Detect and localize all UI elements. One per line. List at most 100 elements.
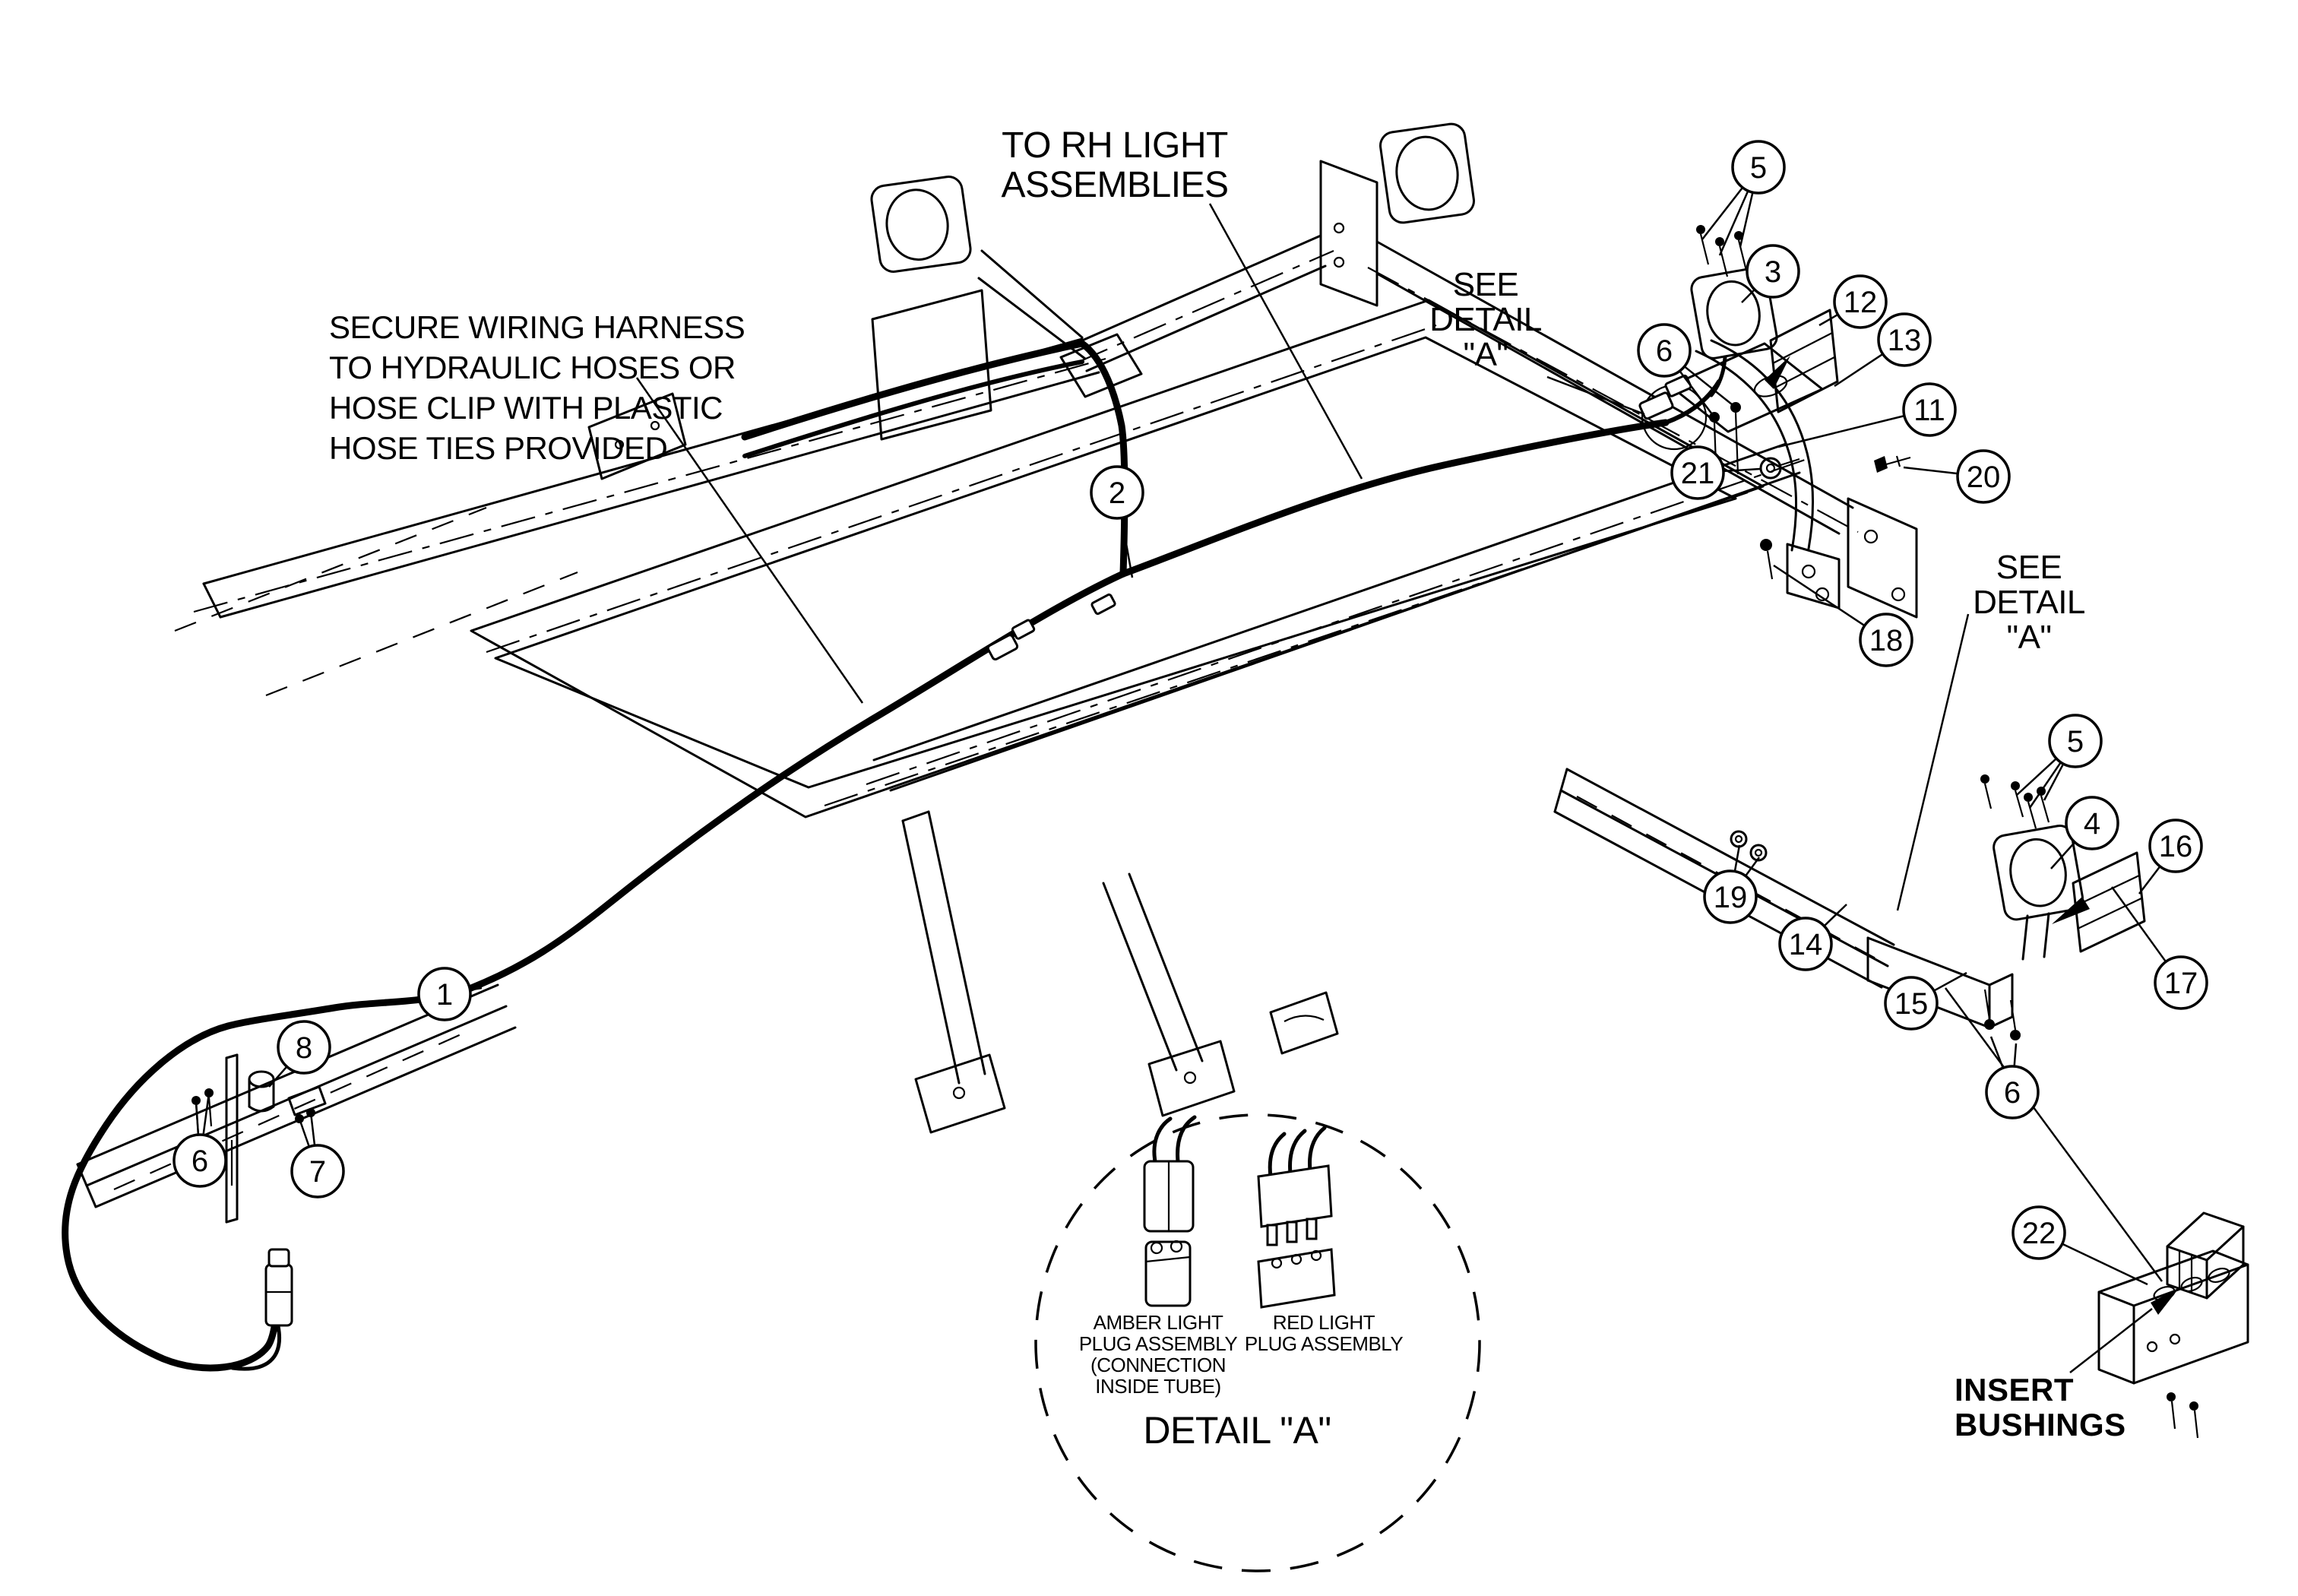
callout-11-balloon — [1902, 382, 1957, 437]
callout-18-leader — [1773, 564, 1866, 627]
callout-3-balloon — [1746, 244, 1800, 299]
to-rh-light-note-line: ASSEMBLIES — [1001, 165, 1229, 205]
callout-6-leader — [2013, 1043, 2018, 1067]
callout-16-balloon — [2148, 819, 2203, 873]
callout-7-balloon — [290, 1144, 345, 1199]
callout-5-leader — [1739, 192, 1754, 248]
callout-8-leader — [268, 1066, 288, 1088]
callout-14-balloon — [1778, 917, 1833, 971]
insert-bushings-note-line: INSERT — [1955, 1372, 2075, 1408]
callout-6-leader — [1683, 366, 1736, 408]
callout-19-leader — [1733, 844, 1741, 872]
callout-5-balloon — [2048, 714, 2103, 768]
callout-12-number: 12 — [1844, 286, 1878, 319]
insert-arrow — [2052, 897, 2090, 924]
callout-15-balloon — [1884, 976, 1939, 1031]
callout-8-number: 8 — [296, 1031, 312, 1065]
callout-6-balloon — [1637, 323, 1692, 378]
amber-plug-label-line: PLUG ASSEMBLY — [1078, 1332, 1238, 1355]
detail-a-bubble — [1034, 1113, 1481, 1572]
callout-18-balloon — [1859, 613, 1913, 667]
callout-3-leader — [1741, 289, 1755, 303]
callout-5-leader — [1701, 187, 1744, 240]
bushing-install-line — [1944, 987, 2163, 1282]
callout-21-number: 21 — [1681, 457, 1715, 490]
callout-19-number: 19 — [1714, 881, 1748, 914]
see-detail-a-right-line: "A" — [2006, 619, 2052, 656]
callout-5-balloon — [1731, 140, 1786, 195]
callout-6-leader — [195, 1100, 200, 1135]
callout-19-leader — [1745, 857, 1761, 877]
callout-7-leader — [309, 1112, 316, 1146]
see-detail-a-upper-line: DETAIL — [1429, 301, 1542, 338]
callout-3-number: 3 — [1765, 255, 1781, 289]
callout-1-leader — [470, 986, 483, 991]
callout-6-number: 6 — [1656, 334, 1673, 368]
amber-plug-label-line: AMBER LIGHT — [1093, 1311, 1223, 1334]
insert-arrow — [1765, 356, 1790, 389]
callout-14-number: 14 — [1789, 928, 1823, 961]
callout-17-number: 17 — [2164, 967, 2198, 1000]
callout-14-leader — [1823, 904, 1847, 927]
callout-22-number: 22 — [2022, 1217, 2056, 1250]
callout-12-balloon — [1833, 274, 1888, 329]
callout-5-leader — [2043, 763, 2065, 801]
callout-13-number: 13 — [1888, 324, 1922, 357]
callout-7-number: 7 — [309, 1155, 326, 1189]
right-light-assembly — [1319, 122, 1475, 307]
red-plug-label-line: PLUG ASSEMBLY — [1244, 1332, 1404, 1355]
callout-11-leader — [1777, 414, 1905, 448]
insert-bushings-note-line: BUSHINGS — [1955, 1407, 2126, 1442]
callout-13-balloon — [1877, 312, 1932, 367]
callout-17-balloon — [2154, 955, 2208, 1010]
secure-harness-note: SECURE WIRING HARNESS TO HYDRAULIC HOSES … — [329, 307, 745, 468]
secure-harness-note-line: TO HYDRAULIC HOSES OR — [329, 350, 736, 385]
bushing-block — [2097, 1249, 2249, 1385]
insert-arrow — [2151, 1287, 2179, 1315]
detail-a-caption-line: DETAIL "A" — [1143, 1409, 1331, 1452]
callout-4-leader — [2050, 841, 2076, 869]
callout-6-balloon — [1985, 1065, 2040, 1119]
callout-15-number: 15 — [1894, 987, 1929, 1021]
red-plug-label-line: RED LIGHT — [1272, 1311, 1375, 1334]
callout-4-balloon — [2065, 796, 2119, 850]
amber-plug-label-line: (CONNECTION — [1090, 1354, 1226, 1376]
callout-16-leader — [2138, 866, 2161, 895]
callout-6-balloon — [173, 1133, 227, 1188]
detail-red-plug — [1257, 1126, 1336, 1309]
wiring-harness — [62, 340, 1721, 1372]
callout-7-leader — [298, 1118, 311, 1148]
harness-connector — [264, 1248, 293, 1327]
callout-5-leader — [1718, 190, 1749, 256]
detail-amber-plug — [1143, 1115, 1197, 1307]
callout-5-leader — [2016, 758, 2057, 796]
callout-2-number: 2 — [1109, 477, 1125, 510]
callout-17-leader — [2110, 886, 2167, 963]
frame-structure — [174, 234, 1918, 1134]
callout-22-leader — [2062, 1243, 2148, 1286]
callout-5-number: 5 — [1750, 151, 1767, 185]
light-assembly-4 — [1993, 825, 2084, 961]
callout-11-number: 11 — [1913, 394, 1945, 427]
callout-5-number: 5 — [2067, 725, 2084, 758]
callout-5-leader — [2028, 762, 2062, 809]
see-detail-a-right-line: DETAIL — [1973, 584, 2085, 621]
callout-21-leader — [1723, 467, 1761, 473]
callout-21-balloon — [1670, 445, 1725, 500]
see-detail-a-upper-line: "A" — [1463, 336, 1508, 373]
callout-20-leader — [1903, 466, 1958, 475]
amber-plug-label-line: INSIDE TUBE) — [1095, 1375, 1221, 1398]
callout-1-number: 1 — [436, 978, 453, 1012]
detail-a-caption: DETAIL "A" — [1143, 1411, 1331, 1450]
callout-6-leader — [1989, 1036, 2004, 1069]
callout-1-balloon — [417, 967, 472, 1021]
hose-clip — [248, 1070, 275, 1113]
grommet-circle — [1638, 374, 1708, 451]
see-detail-right-leader — [1896, 613, 1970, 911]
secure-harness-note-line: SECURE WIRING HARNESS — [329, 309, 745, 345]
